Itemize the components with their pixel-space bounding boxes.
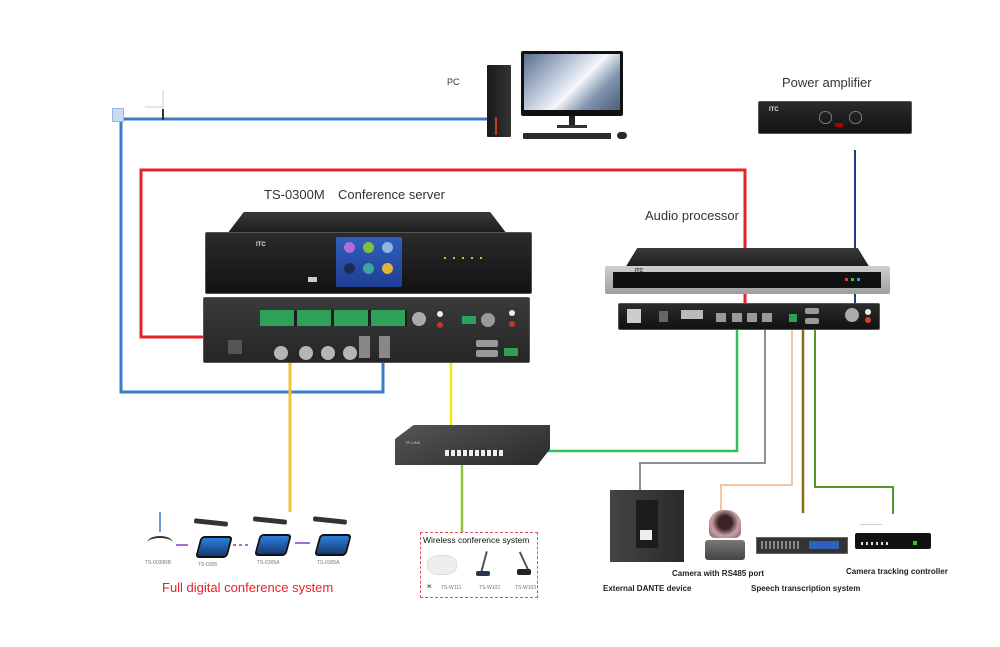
wireless-label: Wireless conference system bbox=[423, 535, 530, 545]
wireless-unit-1: TS-W111 bbox=[441, 585, 462, 591]
wire-switch-to-processor bbox=[540, 326, 739, 453]
pc-monitor bbox=[521, 51, 623, 116]
wireless-mic-1 bbox=[480, 551, 488, 573]
wireless-system-box: Wireless conference system ⪤ TS-W111 TS-… bbox=[420, 532, 538, 598]
server-name-label: Conference server bbox=[338, 187, 445, 202]
conference-server-front: ITC bbox=[205, 212, 532, 294]
access-point bbox=[427, 555, 457, 575]
wire-processor-to-camera bbox=[720, 326, 793, 510]
document-icon bbox=[112, 108, 124, 122]
tracking-cable bbox=[860, 524, 882, 525]
pc-keyboard bbox=[523, 133, 611, 139]
pc-label: PC bbox=[447, 77, 460, 87]
audio-processor-label: Audio processor bbox=[645, 208, 739, 223]
dante-label: External DANTE device bbox=[603, 584, 692, 593]
dante-device bbox=[610, 490, 684, 562]
unit-label-4: TS-0305A bbox=[317, 560, 340, 566]
wireless-unit-3: TS-W103 bbox=[515, 585, 537, 591]
camera-label: Camera with RS485 port bbox=[672, 569, 765, 578]
speech-label: Speech transcription system bbox=[751, 584, 861, 593]
unit-label-3: TS-0305A bbox=[257, 560, 280, 566]
pc-device bbox=[487, 51, 627, 143]
wireless-unit-2: TS-W102 bbox=[479, 585, 501, 591]
audio-processor-front: ITC bbox=[605, 248, 890, 296]
audio-processor-rear bbox=[618, 303, 880, 330]
conference-unit-2 bbox=[249, 516, 292, 556]
conference-unit-1 bbox=[190, 518, 233, 558]
server-touchscreen bbox=[336, 237, 402, 287]
pc-tower bbox=[487, 65, 511, 137]
network-switch: TP-LINK bbox=[395, 425, 550, 465]
pc-mouse bbox=[617, 132, 627, 139]
speech-transcription-device bbox=[756, 537, 848, 554]
wireless-signal-icon: ⪤ bbox=[427, 583, 432, 590]
wire-processor-to-dante bbox=[639, 326, 766, 490]
wire-pc-to-server bbox=[119, 117, 487, 394]
tracking-label: Camera tracking controller bbox=[846, 567, 948, 576]
server-model-label: TS-0300M bbox=[264, 187, 325, 202]
conference-unit-3 bbox=[309, 516, 352, 556]
full-digital-label: Full digital conference system bbox=[162, 580, 334, 595]
camera-device bbox=[705, 510, 745, 562]
extension-cable bbox=[147, 536, 173, 550]
unit-label-2: TS-0305 bbox=[198, 562, 218, 568]
unit-label-1: TS-0030RB bbox=[145, 560, 172, 566]
power-amplifier-label: Power amplifier bbox=[782, 75, 872, 90]
wire-processor-to-tracking bbox=[814, 326, 894, 514]
conference-server-rear bbox=[203, 297, 530, 363]
tracking-controller-device bbox=[855, 533, 931, 549]
conference-units: TS-0030RB TS-0305 TS-0305A TS-0305A bbox=[145, 512, 365, 572]
power-amplifier-device: ITC bbox=[758, 101, 912, 134]
wireless-mic-2 bbox=[518, 551, 530, 571]
